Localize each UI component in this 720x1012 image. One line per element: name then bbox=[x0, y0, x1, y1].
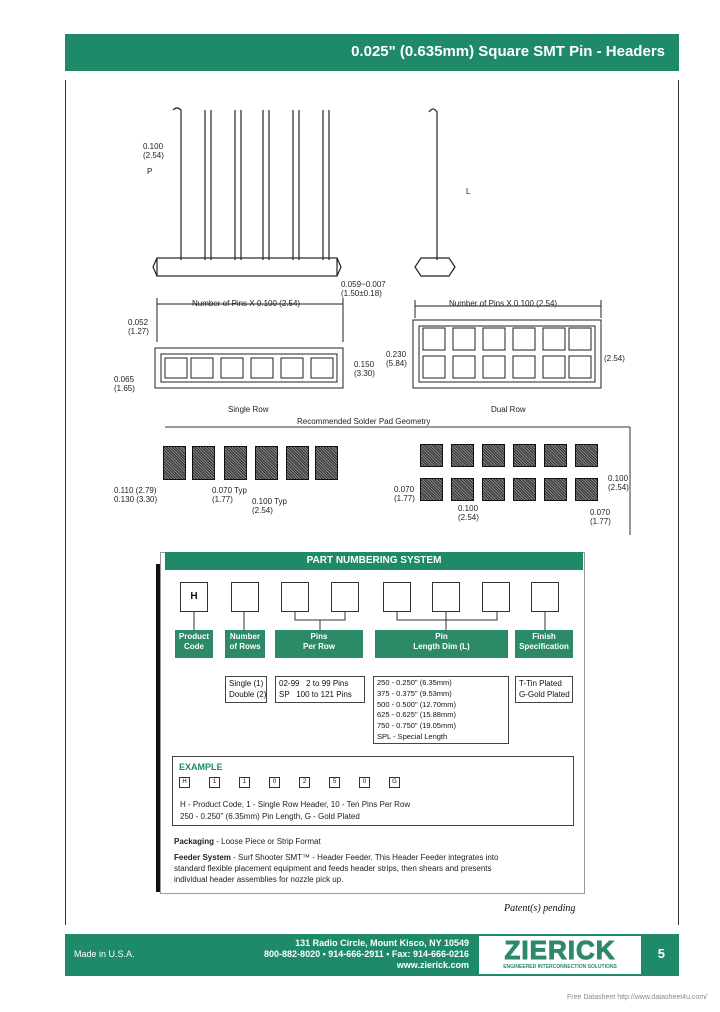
solder-pad bbox=[420, 478, 443, 501]
phone: 800-882-8020 • 914-666-2911 • Fax: 914-6… bbox=[264, 949, 469, 959]
example-box bbox=[172, 756, 574, 826]
example-line-1: H - Product Code, 1 - Single Row Header,… bbox=[180, 800, 411, 809]
solder-pad bbox=[255, 446, 278, 480]
dual-row-caption: Dual Row bbox=[491, 405, 526, 414]
title-bar: 0.025" (0.635mm) Square SMT Pin - Header… bbox=[65, 34, 679, 71]
pins-box-1 bbox=[281, 582, 309, 612]
pins-box-2 bbox=[331, 582, 359, 612]
single-row-view bbox=[154, 298, 344, 389]
finish-values: T-Tin Plated G-Gold Plated bbox=[515, 676, 573, 703]
dual-row-view bbox=[412, 300, 602, 389]
dim-150: 0.150 (3.30) bbox=[354, 360, 375, 378]
feeder-label: Feeder System bbox=[174, 853, 231, 862]
length-box-3 bbox=[482, 582, 510, 612]
footer-bar: Made in U.S.A. 131 Radio Circle, Mount K… bbox=[65, 934, 679, 976]
dim-052: 0.052 (1.27) bbox=[128, 318, 149, 336]
page-number: 5 bbox=[657, 946, 665, 961]
example-digit: H bbox=[179, 777, 190, 788]
rows-values: Single (1) Double (2) bbox=[225, 676, 267, 703]
side-view-pins bbox=[152, 107, 342, 277]
dim-100-bottom: 0.100 (2.54) bbox=[458, 504, 479, 522]
length-box-1 bbox=[383, 582, 411, 612]
page-title: 0.025" (0.635mm) Square SMT Pin - Header… bbox=[351, 43, 665, 60]
dim-230: 0.230 (5.84) bbox=[386, 350, 407, 368]
part-numbering-panel bbox=[160, 552, 585, 894]
pns-shadow bbox=[156, 564, 162, 892]
solder-pad bbox=[513, 444, 536, 467]
pitch-label: 0.100 (2.54) bbox=[143, 142, 164, 160]
example-digit: 5 bbox=[329, 777, 340, 788]
solder-pad bbox=[286, 446, 309, 480]
solder-pad bbox=[482, 478, 505, 501]
pins-values: 02-99 2 to 99 Pins SP 100 to 121 Pins bbox=[275, 676, 365, 703]
l-label: L bbox=[466, 187, 471, 196]
dim-070-right: 0.070 (1.77) bbox=[590, 508, 611, 526]
dim-254: (2.54) bbox=[604, 354, 625, 363]
dim-065: 0.065 (1.65) bbox=[114, 375, 135, 393]
packaging-text: - Loose Piece or Strip Format bbox=[214, 837, 321, 846]
example-digit: 2 bbox=[299, 777, 310, 788]
product-code-box: H bbox=[180, 582, 208, 612]
solder-pad-title: Recommended Solder Pad Geometry bbox=[297, 417, 431, 426]
dual-span-label: Number of Pins X 0.100 (2.54) bbox=[449, 299, 558, 308]
solder-pad bbox=[482, 444, 505, 467]
dim-070-typ: 0.070 Typ (1.77) bbox=[212, 486, 247, 504]
single-row-pads bbox=[164, 357, 334, 379]
dim-100-typ: 0.100 Typ (2.54) bbox=[252, 497, 287, 515]
solder-pad bbox=[420, 444, 443, 467]
single-row-caption: Single Row bbox=[228, 405, 269, 414]
dim-100-right: 0.100 (2.54) bbox=[608, 474, 629, 492]
zierick-logo: ZIERICK ENGINEERED INTERCONNECTION SOLUT… bbox=[479, 936, 641, 974]
made-in: Made in U.S.A. bbox=[74, 949, 135, 959]
part-numbering-heading: PART NUMBERING SYSTEM bbox=[165, 552, 583, 570]
example-digit: 0 bbox=[269, 777, 280, 788]
content-frame bbox=[65, 80, 679, 925]
solder-pad bbox=[544, 444, 567, 467]
example-label: EXAMPLE bbox=[179, 762, 223, 772]
length-values: 250 - 0.250" (6.35mm) 375 - 0.375" (9.53… bbox=[373, 676, 509, 744]
feeder-paragraph: Feeder System - Surf Shooter SMT™ - Head… bbox=[174, 852, 519, 885]
packaging-line: Packaging - Loose Piece or Strip Format bbox=[174, 836, 564, 847]
watermark: Free Datasheet http://www.datasheet4u.co… bbox=[567, 994, 708, 1001]
website: www.zierick.com bbox=[396, 960, 469, 970]
solder-pad bbox=[163, 446, 186, 480]
end-view bbox=[414, 108, 456, 277]
example-digit: G bbox=[389, 777, 400, 788]
logo-text: ZIERICK bbox=[504, 935, 616, 965]
rows-box bbox=[231, 582, 259, 612]
cat-pins: Pins Per Row bbox=[275, 630, 363, 658]
address: 131 Radio Circle, Mount Kisco, NY 10549 bbox=[295, 938, 469, 948]
solder-pad bbox=[575, 478, 598, 501]
finish-box bbox=[531, 582, 559, 612]
dim-110-130: 0.110 (2.79) 0.130 (3.30) bbox=[114, 486, 158, 504]
example-digit: 1 bbox=[239, 777, 250, 788]
solder-pad bbox=[315, 446, 338, 480]
packaging-label: Packaging bbox=[174, 837, 215, 846]
solder-pad bbox=[451, 478, 474, 501]
cat-length: Pin Length Dim (L) bbox=[375, 630, 508, 658]
logo-tagline: ENGINEERED INTERCONNECTION SOLUTIONS bbox=[503, 964, 617, 970]
p-label: P bbox=[147, 167, 153, 176]
dim-070-left: 0.070 (1.77) bbox=[394, 485, 415, 503]
example-digit: 0 bbox=[359, 777, 370, 788]
solder-pad bbox=[575, 444, 598, 467]
solder-pad bbox=[451, 444, 474, 467]
technical-drawing bbox=[152, 107, 631, 535]
example-line-2: 250 - 0.250" (6.35mm) Pin Length, G - Go… bbox=[180, 812, 360, 821]
cat-finish: Finish Specification bbox=[515, 630, 573, 658]
single-span-label: Number of Pins X 0.100 (2.54) bbox=[192, 299, 301, 308]
length-box-2 bbox=[432, 582, 460, 612]
cat-rows: Number of Rows bbox=[225, 630, 265, 658]
height-label: 0.059~0.007 (1.50±0.18) bbox=[341, 280, 386, 298]
cat-product-code: Product Code bbox=[175, 630, 213, 658]
solder-pad bbox=[513, 478, 536, 501]
pns-connectors bbox=[193, 612, 546, 630]
solder-pad bbox=[224, 446, 247, 480]
feeder-text: - Surf Shooter SMT™ - Header Feeder. Thi… bbox=[174, 853, 499, 884]
solder-pad bbox=[192, 446, 215, 480]
patent-note: Patent(s) pending bbox=[504, 903, 576, 914]
solder-pad bbox=[544, 478, 567, 501]
example-code: H 1 1 0 2 5 0 G bbox=[179, 777, 400, 788]
example-digit: 1 bbox=[209, 777, 220, 788]
